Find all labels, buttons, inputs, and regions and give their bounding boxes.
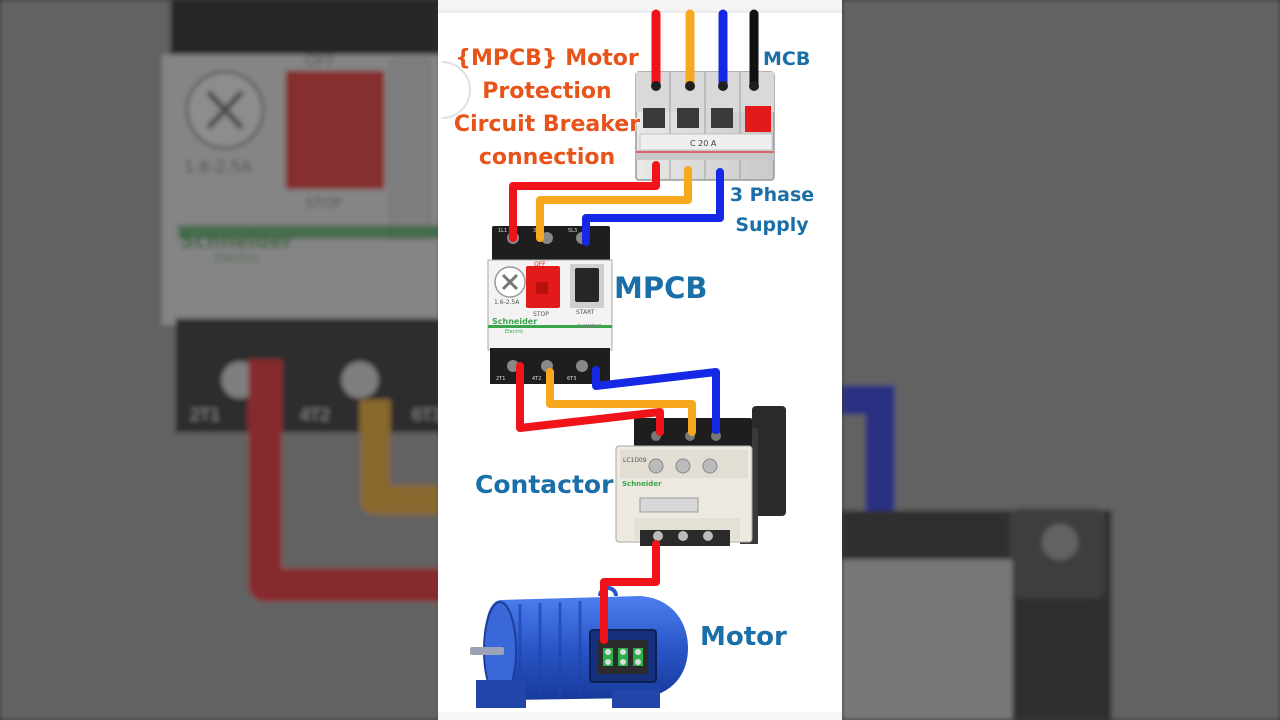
mcb-rating-text: C 20 A bbox=[690, 139, 717, 148]
mpcb-terminal-bottom-3: 6T3 bbox=[567, 376, 576, 382]
mpcb-label: MPCB bbox=[614, 271, 708, 305]
contactor-brand-text: Schneider bbox=[622, 480, 662, 488]
bg-brand-text: Schneider bbox=[180, 229, 293, 253]
mpcb-model-text: GV2ME07 bbox=[577, 324, 601, 330]
bg-off-text: OFF bbox=[305, 51, 336, 70]
mpcb-brand-text: Schneider bbox=[492, 317, 537, 326]
mpcb-rating-text: 1.6-2.5A bbox=[494, 299, 520, 306]
wires-mpcb-to-contactor bbox=[516, 362, 720, 436]
mpcb-breaker: 1L1 3L2 5L3 1.6-2.5A OFF STOP START Schn… bbox=[487, 226, 613, 384]
bg-terminal-2: 4T2 bbox=[300, 405, 330, 424]
diagram-title: {MPCB} Motor Protection Circuit Breaker … bbox=[453, 46, 641, 170]
mpcb-brand-sub-text: Electric bbox=[505, 329, 524, 335]
mcb-label: MCB bbox=[763, 48, 811, 70]
wire-contactor-to-motor bbox=[600, 540, 660, 644]
mpcb-terminal-bottom-2: 4T2 bbox=[532, 376, 541, 382]
supply-wires bbox=[651, 9, 759, 91]
contactor-model-text: LC1D09 bbox=[623, 457, 647, 464]
bg-stop-text: STOP bbox=[305, 196, 342, 212]
blurred-background-left: 1.6-2.5A OFF STOP Schneider Electric 2T1… bbox=[0, 0, 442, 720]
wires-mcb-to-mpcb bbox=[509, 161, 724, 246]
mpcb-terminal-top-3: 5L3 bbox=[568, 228, 577, 234]
bg-terminal-1: 2T1 bbox=[190, 405, 220, 424]
blurred-background-right bbox=[842, 0, 1280, 720]
contactor-label: Contactor bbox=[475, 470, 614, 499]
mpcb-off-text: OFF bbox=[534, 261, 546, 268]
bg-terminal-3: 6T3 bbox=[412, 405, 442, 424]
motor-device bbox=[470, 586, 688, 708]
mpcb-start-text: START bbox=[576, 309, 595, 316]
motor-label: Motor bbox=[700, 622, 787, 652]
mpcb-terminal-bottom-1: 2T1 bbox=[496, 376, 505, 382]
mpcb-stop-text: STOP bbox=[533, 311, 549, 318]
bg-rating-text: 1.6-2.5A bbox=[184, 157, 252, 176]
supply-label: 3 Phase Supply bbox=[729, 184, 815, 236]
mpcb-terminal-top-1: 1L1 bbox=[498, 228, 507, 234]
bg-brand-sub-text: Electric bbox=[215, 251, 259, 265]
